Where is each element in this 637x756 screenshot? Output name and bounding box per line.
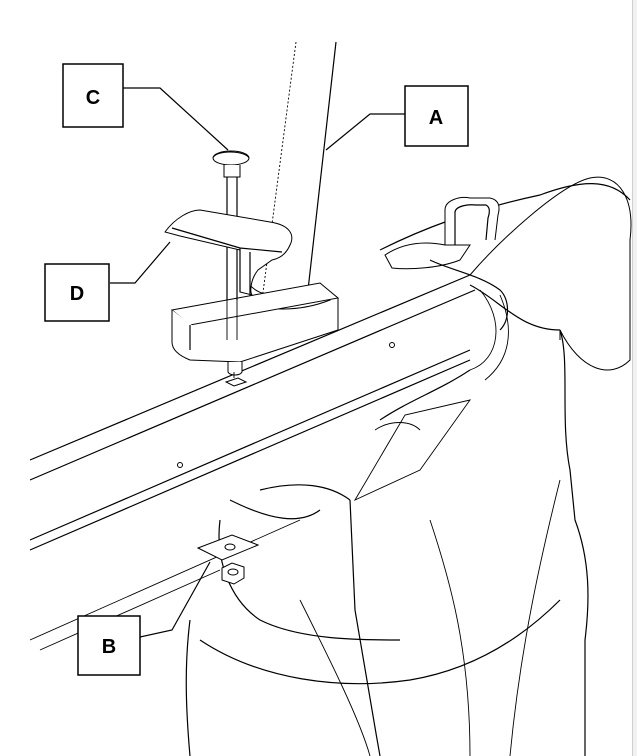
callout-b: B	[77, 615, 141, 676]
rail-bar	[29, 274, 476, 651]
callout-d: D	[44, 263, 110, 322]
upright-pole	[249, 41, 337, 310]
rail-hole	[177, 462, 183, 468]
rail-hole	[389, 342, 395, 348]
leader-line-b	[139, 561, 211, 638]
callout-label-a: A	[429, 107, 443, 129]
leader-line-c	[123, 87, 229, 151]
callout-label-d: D	[70, 283, 84, 305]
callout-label-c: C	[86, 87, 100, 109]
callout-a: A	[404, 85, 469, 147]
page-edge-scrollbar	[632, 0, 637, 756]
plate-and-nut	[196, 534, 260, 585]
u-bracket	[164, 209, 293, 296]
carry-handle	[384, 197, 509, 331]
callout-c: C	[62, 63, 124, 128]
callout-label-b: B	[102, 636, 116, 658]
leader-line-a	[325, 113, 405, 151]
clamp-block	[170, 282, 340, 387]
leader-line-d	[110, 241, 171, 284]
carriage-bolt	[212, 150, 250, 340]
leader-lines	[110, 87, 405, 638]
